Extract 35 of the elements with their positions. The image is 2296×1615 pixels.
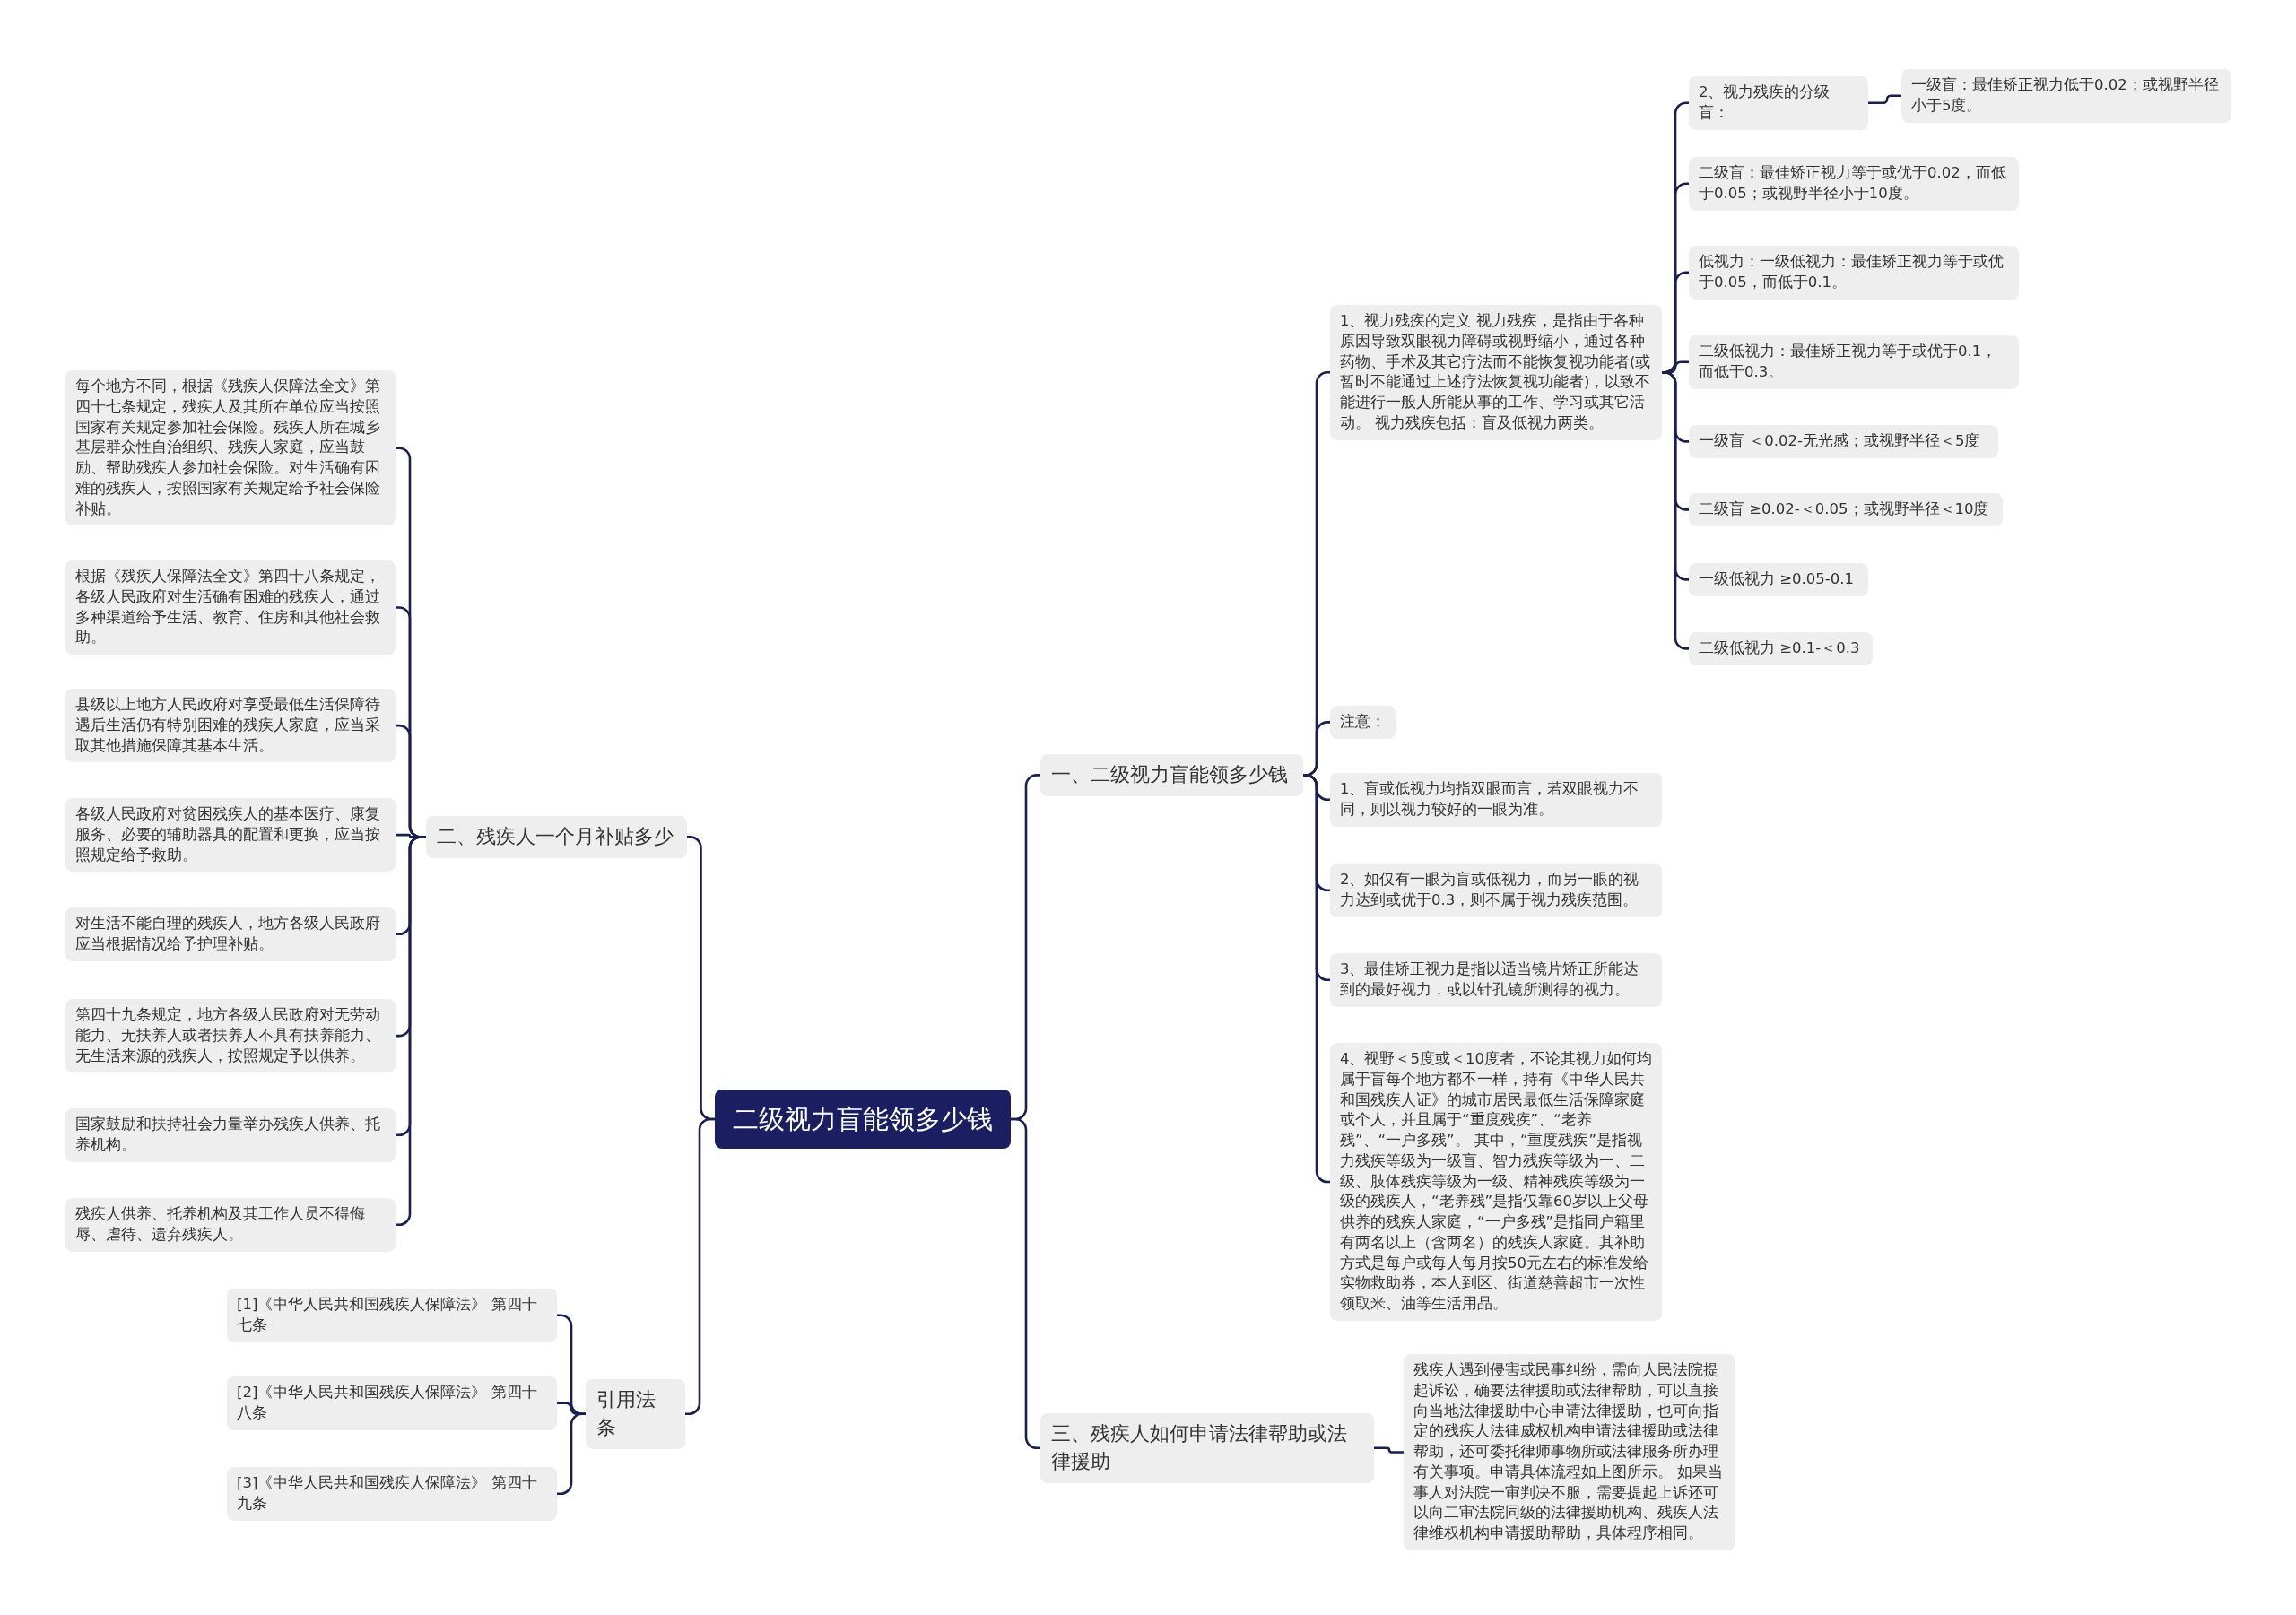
connector-line (1868, 94, 1901, 105)
topic-box: 1、视力残疾的定义 视力残疾，是指由于各种原因导致双眼视力障碍或视野缩小，通过各种药物、手术及其它疗法而不能恢复视功能者(或暂时不能通过上述疗法恢复视功能者)，以致不能进行一般人所能从事的工作、学习或其它活动。 视力残疾包括：盲及低视力两类。 (1330, 305, 1662, 440)
topic-box: [1]《中华人民共和国残疾人保障法》 第四十七条 (227, 1289, 557, 1342)
topic-box: 3、最佳矫正视力是指以适当镜片矫正所能达到的最好视力，或以针孔镜所测得的视力。 (1330, 953, 1662, 1007)
topic-box: 2、如仅有一眼为盲或低视力，而另一眼的视力达到或优于0.3，则不属于视力残疾范围。 (1330, 864, 1662, 917)
topic-box: 残疾人供养、托养机构及其工作人员不得侮辱、虐待、遗弃残疾人。 (65, 1198, 396, 1252)
topic-box: 第四十九条规定，地方各级人民政府对无劳动能力、无扶养人或者扶养人不具有扶养能力、无生活来源的残疾人，按照规定予以供养。 (65, 999, 396, 1073)
branch-topic: 一、二级视力盲能领多少钱 (1040, 754, 1303, 796)
branch-topic: 二、残疾人一个月补贴多少 (426, 816, 687, 858)
connector-line (1374, 1446, 1404, 1454)
branch-topic: 引用法条 (586, 1379, 685, 1449)
branch-topic: 三、残疾人如何申请法律帮助或法律援助 (1040, 1413, 1374, 1483)
topic-box: 4、视野＜5度或＜10度者，不论其视力如何均属于盲每个地方都不一样，持有《中华人民共和国残疾人证》的城市居民最低生活保障家庭或个人，并且属于“重度残疾”、“老养残”、“一户多残”。 其中，“重度残疾”是指视力残疾等级为一级盲、智力残疾等级为一、二级、肢体残疾等级为一级、精神残疾等级为一级的残疾人，“老养残”是指仅靠60岁以上父母供养的残疾人家庭，“一户多残”是指同户籍里有两名以上（含两名）的残疾人家庭。其补助方式是每户或每人每月按50元左右的标准发给实物救助券，本人到区、街道慈善超市一次性领取米、油等生活用品。 (1330, 1043, 1662, 1321)
topic-box: 1、盲或低视力均指双眼而言，若双眼视力不同，则以视力较好的一眼为准。 (1330, 773, 1662, 827)
topic-box: 国家鼓励和扶持社会力量举办残疾人供养、托养机构。 (65, 1108, 396, 1162)
topic-box: 县级以上地方人民政府对享受最低生活保障待遇后生活仍有特别困难的残疾人家庭，应当采取其他措施保障其基本生活。 (65, 689, 396, 763)
topic-box: 残疾人遇到侵害或民事纠纷，需向人民法院提起诉讼，确要法律援助或法律帮助，可以直接向当地法律援助中心申请法律援助，也可向指定的残疾人法律威权机构申请法律援助或法律帮助，还可委托律师事物所或法律服务所办理有关事项。申请具体流程如上图所示。 如果当事人对法院一审判决不服，需要提起上诉还可以向二审法院同级的法律援助机构、残疾人法律维权机构申请援助帮助，具体程序相同。 (1404, 1354, 1735, 1550)
topic-box: 2、视力残疾的分级盲： (1689, 76, 1868, 130)
topic-box: 二级低视力 ≥0.1-＜0.3 (1689, 632, 1873, 665)
topic-box: 各级人民政府对贫困残疾人的基本医疗、康复服务、必要的辅助器具的配置和更换，应当按照规定给予救助。 (65, 798, 396, 873)
central-topic: 二级视力盲能领多少钱 (715, 1090, 1011, 1150)
topic-box: 低视力：一级低视力：最佳矫正视力等于或优于0.05，而低于0.1。 (1689, 246, 2019, 300)
connector-line (396, 836, 426, 1227)
topic-box: 对生活不能自理的残疾人，地方各级人民政府应当根据情况给予护理补贴。 (65, 907, 396, 961)
topic-box: 二级盲：最佳矫正视力等于或优于0.02，而低于0.05；或视野半径小于10度。 (1689, 157, 2019, 211)
topic-box: 注意： (1330, 706, 1396, 739)
topic-box: [2]《中华人民共和国残疾人保障法》 第四十八条 (227, 1376, 557, 1430)
topic-box: 二级低视力：最佳矫正视力等于或优于0.1，而低于0.3。 (1689, 335, 2019, 389)
topic-box: 一级盲：最佳矫正视力低于0.02；或视野半径小于5度。 (1901, 69, 2231, 123)
topic-box: [3]《中华人民共和国残疾人保障法》 第四十九条 (227, 1467, 557, 1521)
topic-box: 根据《残疾人保障法全文》第四十八条规定，各级人民政府对生活确有困难的残疾人，通过多种渠道给予生活、教育、住房和其他社会救助。 (65, 560, 396, 656)
topic-box: 每个地方不同，根据《残疾人保障法全文》第四十七条规定，残疾人及其所在单位应当按照国家有关规定参加社会保险。残疾人所在城乡基层群众性自治组织、残疾人家庭，应当鼓励、帮助残疾人参加社会保险。对生活确有困难的残疾人，按照国家有关规定给予社会保险补贴。 (65, 370, 396, 526)
topic-box: 一级盲 ＜0.02-无光感；或视野半径＜5度 (1689, 425, 1998, 458)
topic-box: 一级低视力 ≥0.05-0.1 (1689, 563, 1868, 596)
topic-box: 二级盲 ≥0.02-＜0.05；或视野半径＜10度 (1689, 493, 2003, 526)
